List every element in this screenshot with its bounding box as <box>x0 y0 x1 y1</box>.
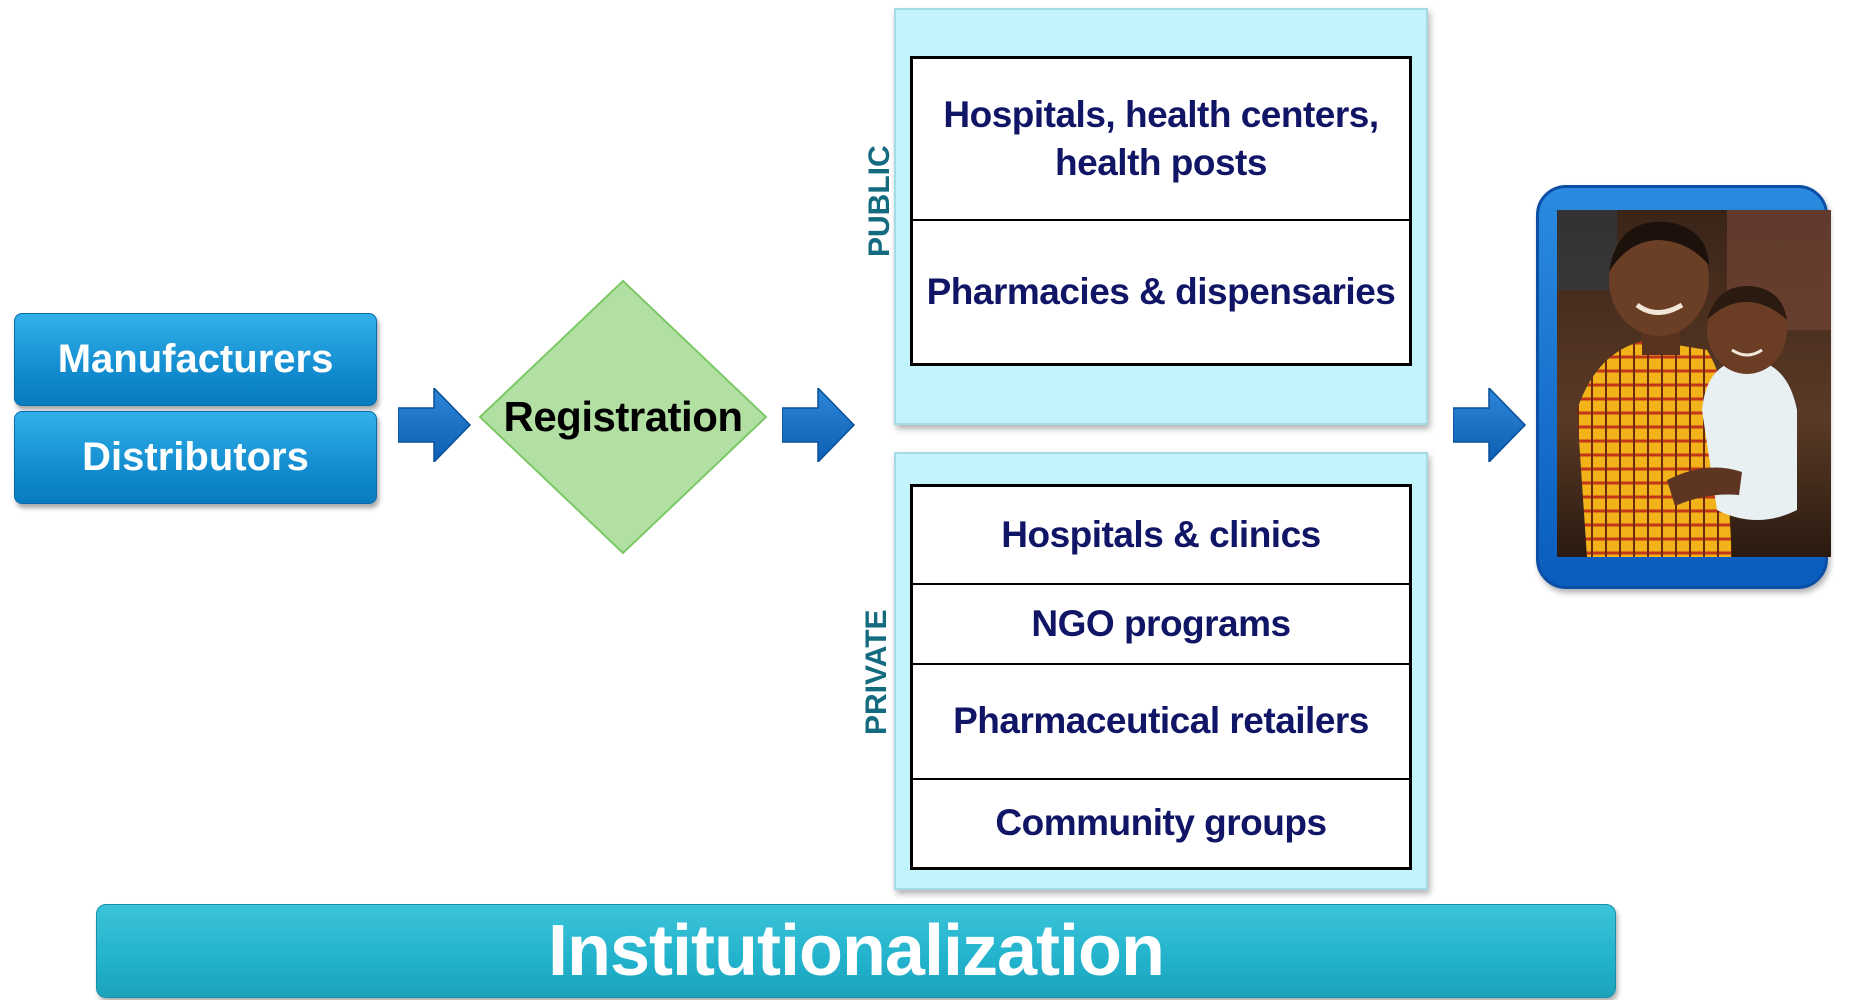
right-arrow-icon <box>1453 388 1527 462</box>
distributors-label: Distributors <box>82 435 309 479</box>
private-item-hospitals-clinics: Hospitals & clinics <box>1001 513 1321 555</box>
institutionalization-label: Institutionalization <box>548 911 1165 991</box>
public-item-hospitals: Hospitals, health centers, health posts <box>943 93 1379 183</box>
distributors-box: Distributors <box>14 411 377 504</box>
private-label: PRIVATE <box>860 609 893 735</box>
private-item-community-groups: Community groups <box>913 778 1409 867</box>
private-item-pharmaceutical-retailers: Pharmaceutical retailers <box>913 663 1409 778</box>
registration-diamond <box>478 279 768 555</box>
institutionalization-banner: Institutionalization <box>96 904 1616 998</box>
public-label: PUBLIC <box>863 145 896 257</box>
private-item-ngo-programs: NGO programs <box>913 583 1409 663</box>
right-arrow-icon <box>782 388 856 462</box>
public-table: Hospitals, health centers, health posts … <box>910 56 1412 366</box>
right-arrow-icon <box>398 388 472 462</box>
public-item-pharmacies: Pharmacies & dispensaries <box>913 219 1409 363</box>
manufacturers-box: Manufacturers <box>14 313 377 406</box>
mother-and-child-photo <box>1557 210 1831 557</box>
private-table: Hospitals & clinics NGO programs Pharmac… <box>910 484 1412 870</box>
registration-label: Registration <box>503 393 743 440</box>
manufacturers-label: Manufacturers <box>57 337 334 381</box>
